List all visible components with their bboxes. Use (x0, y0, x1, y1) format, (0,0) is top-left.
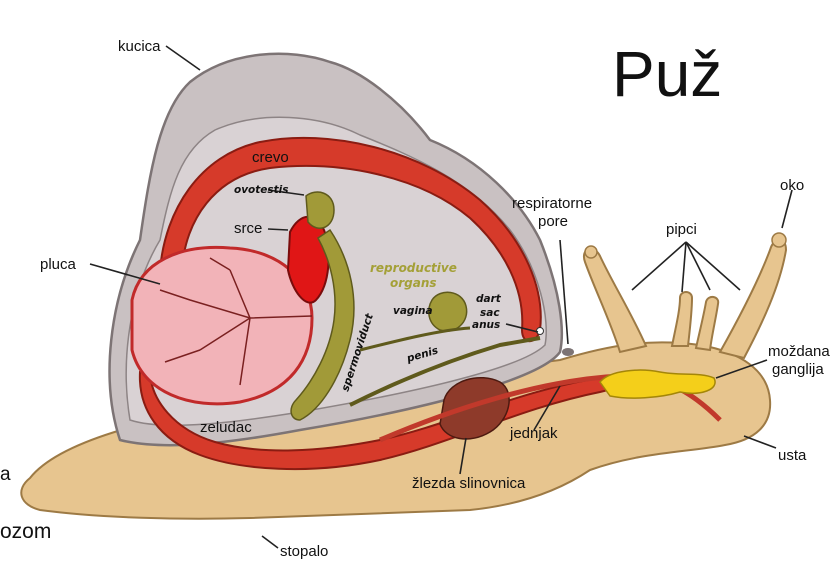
label-mozdana: moždana (768, 343, 830, 360)
label-ovotestis: ovotestis (234, 184, 289, 196)
label-srce: srce (234, 220, 262, 237)
label-sac: sac (480, 307, 500, 319)
label-organs: organs (390, 276, 437, 290)
label-zeludac: zeludac (200, 419, 252, 436)
edge-text-fragment-a: a (0, 464, 11, 485)
label-pluca: pluca (40, 256, 77, 273)
label-zlezda-slinovnica: žlezda slinovnica (412, 475, 526, 492)
dart-sac (429, 292, 467, 331)
diagram-title: Puž (612, 38, 722, 110)
upper-tentacle-right (720, 240, 786, 359)
label-jednjak: jednjak (509, 425, 558, 442)
label-respiratorne: respiratorne (512, 195, 592, 212)
label-stopalo: stopalo (280, 543, 328, 560)
lung (132, 247, 312, 403)
label-oko: oko (780, 177, 804, 194)
label-dart: dart (476, 293, 502, 305)
anus-opening (537, 328, 544, 335)
label-ganglija: ganglija (772, 361, 824, 378)
lower-tentacle-left (672, 292, 692, 346)
lower-tentacle-right (696, 297, 718, 350)
ovotestis (306, 192, 334, 228)
label-kucica: kucica (118, 38, 161, 55)
heart (288, 217, 329, 303)
label-vagina: vagina (393, 305, 433, 317)
label-pipci: pipci (666, 221, 697, 238)
label-reproductive: reproductive (370, 261, 457, 275)
eye-right (772, 233, 786, 247)
upper-tentacle-left (584, 249, 646, 352)
label-anus: anus (472, 319, 500, 331)
edge-text-fragment-ozom: ozom (0, 520, 51, 543)
label-crevo: crevo (252, 149, 289, 166)
eye-left (585, 246, 597, 258)
label-pore: pore (538, 213, 568, 230)
respiratory-pore (562, 348, 574, 356)
label-usta: usta (778, 447, 807, 464)
